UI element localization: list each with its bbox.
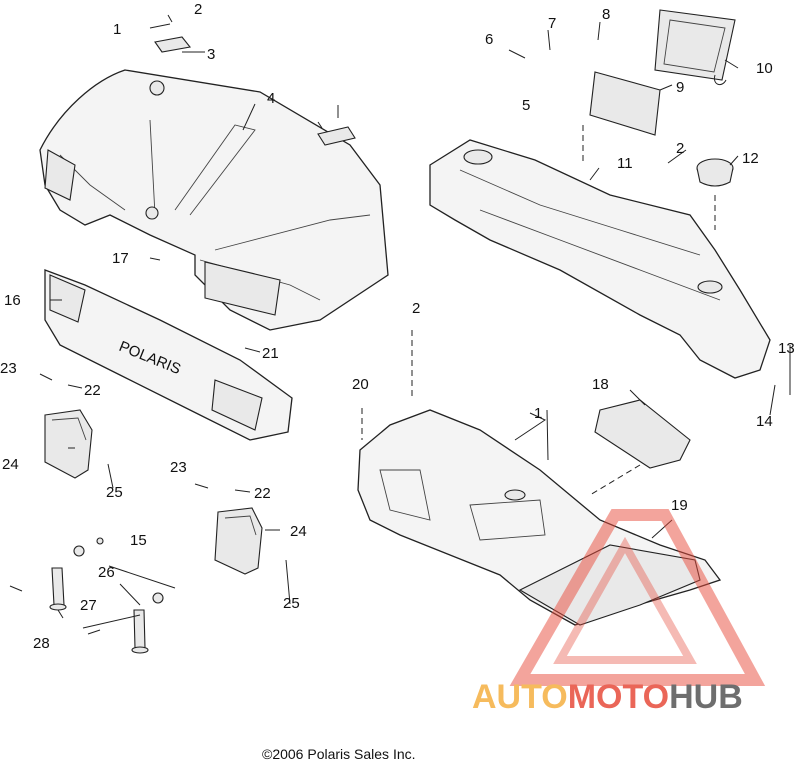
callout-3: 3 xyxy=(207,46,215,63)
callout-4: 4 xyxy=(267,90,275,107)
callout-24a: 24 xyxy=(2,456,19,473)
callout-7: 7 xyxy=(548,15,556,32)
callout-17: 17 xyxy=(112,250,129,267)
callout-23a: 23 xyxy=(0,360,17,377)
callout-25b: 25 xyxy=(283,595,300,612)
svg-text:AUTOMOTOHUB: AUTOMOTOHUB xyxy=(472,678,743,716)
callout-28: 28 xyxy=(33,635,50,652)
headlight-part-24a xyxy=(44,409,93,479)
callout-labels: 1 2 3 4 5 6 7 8 9 10 11 2 12 17 16 21 23… xyxy=(0,1,795,652)
callout-25a: 25 xyxy=(106,484,123,501)
hinge-part-3 xyxy=(149,14,356,146)
callout-12: 12 xyxy=(742,150,759,167)
hood-part xyxy=(39,69,389,331)
watermark-hub: HUB xyxy=(669,678,743,716)
watermark-moto: MOTO xyxy=(568,678,669,716)
panel-part-18 xyxy=(594,399,691,469)
callout-1b: 1 xyxy=(534,405,542,422)
callout-11: 11 xyxy=(617,155,633,172)
fascia-part-16: POLARIS xyxy=(44,269,293,441)
dash-part-11 xyxy=(429,139,771,379)
callout-20: 20 xyxy=(352,376,369,393)
callout-14: 14 xyxy=(756,413,773,430)
cup-part-12 xyxy=(696,158,734,187)
callout-22b: 22 xyxy=(254,485,271,502)
callout-24b: 24 xyxy=(290,523,307,540)
callout-10: 10 xyxy=(756,60,773,77)
copyright-text: ©2006 Polaris Sales Inc. xyxy=(262,746,416,761)
callout-13: 13 xyxy=(778,340,795,357)
callout-27: 27 xyxy=(80,597,97,614)
callout-1: 1 xyxy=(113,21,121,38)
callout-8: 8 xyxy=(602,6,610,23)
callout-9: 9 xyxy=(676,79,684,96)
headlight-part-24b xyxy=(214,507,263,575)
hardware-group xyxy=(9,537,164,654)
callout-16: 16 xyxy=(4,292,21,309)
callout-6: 6 xyxy=(485,31,493,48)
callout-19: 19 xyxy=(671,497,688,514)
callout-23b: 23 xyxy=(170,459,187,476)
leader-lines xyxy=(39,21,791,629)
callout-26: 26 xyxy=(98,564,115,581)
callout-2: 2 xyxy=(194,1,202,18)
watermark-auto: AUTO xyxy=(472,678,568,716)
glovebox-door-part-10 xyxy=(654,9,736,86)
callout-15: 15 xyxy=(130,532,147,549)
callout-2b: 2 xyxy=(676,140,684,157)
callout-2c: 2 xyxy=(412,300,420,317)
callout-18: 18 xyxy=(592,376,609,393)
callout-22a: 22 xyxy=(84,382,101,399)
watermark: AUTOMOTOHUB xyxy=(472,509,766,716)
seal-part-9 xyxy=(589,71,661,136)
callout-5: 5 xyxy=(522,97,530,114)
callout-21: 21 xyxy=(262,345,279,362)
